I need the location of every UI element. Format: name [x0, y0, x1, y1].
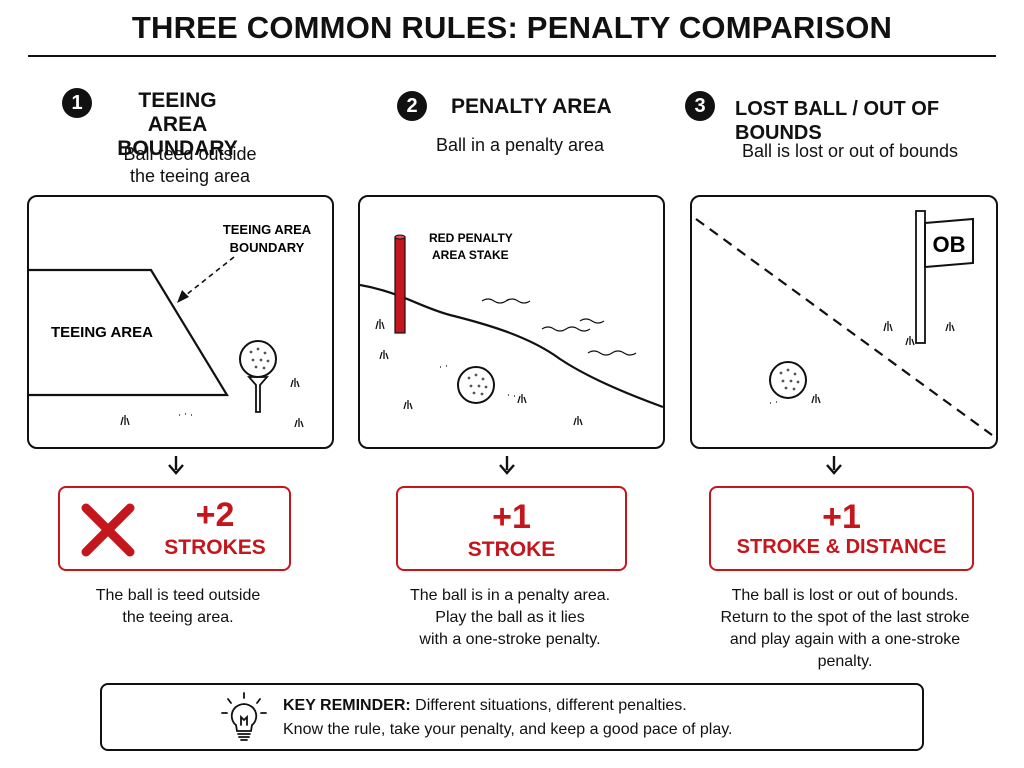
rule-2-subtitle: Ball in a penalty area [435, 135, 605, 155]
rule-1-desc-line2: the teeing area. [122, 609, 234, 626]
boundary-pointer-arrowhead [177, 290, 189, 303]
water-ripples [481, 298, 637, 356]
reminder-line1-text: Different situations, different penaltie… [410, 697, 687, 714]
boundary-label-line2: BOUNDARY [230, 240, 305, 255]
out-of-bounds-illustration: OB [695, 210, 993, 436]
rule-2-penalty-box: +1 STROKE [396, 486, 627, 571]
rule-2-desc-line3: with a one-stroke penalty. [419, 631, 601, 648]
reminder-bold-label: KEY REMINDER: [283, 697, 411, 714]
ob-flag-text: OB [933, 232, 966, 257]
boundary-pointer-line [180, 256, 235, 300]
grass-tufts [770, 321, 955, 404]
rule-1-heading: TEEING AREA BOUNDARY [110, 89, 245, 161]
rule-1-illustration-panel: TEEING AREA BOUNDARY TEEING AREA [27, 195, 334, 449]
rule-2-penalty-label: STROKE [467, 538, 556, 561]
grass-tufts [120, 378, 304, 428]
rule-2-heading: PENALTY AREA [451, 95, 612, 118]
rule-1-penalty-box: +2 STROKES [58, 486, 291, 571]
rule-3-desc-line4: penalty. [817, 653, 873, 670]
rule-3-penalty-number: +1 [822, 498, 861, 536]
grass-tufts [375, 319, 583, 426]
rule-3-illustration-panel: OB [690, 195, 998, 449]
rule-3-penalty-box: +1 STROKE & DISTANCE [709, 486, 974, 571]
rule-2-description: The ball is in a penalty area. Play the … [380, 585, 640, 651]
rule-1-penalty-label: STROKES [164, 536, 266, 559]
rule-2-penalty-number: +1 [492, 498, 531, 536]
golf-ball-icon [769, 361, 807, 399]
rule-1-down-arrow-icon [168, 456, 184, 475]
rule-1-penalty-number: +2 [195, 496, 235, 534]
teeing-area-label: TEEING AREA [51, 324, 153, 341]
teeing-area-shape [29, 268, 229, 397]
boundary-label-line1: TEEING AREA [223, 222, 312, 237]
stake-label-line1: RED PENALTY [429, 231, 513, 245]
rule-1-subtitle: Ball teed outside the teeing area [90, 143, 290, 187]
rule-1-heading-line2: BOUNDARY [117, 137, 238, 160]
x-icon [81, 503, 135, 557]
title-divider [28, 55, 996, 57]
rule-3-heading: LOST BALL / OUT OF BOUNDS [735, 98, 940, 144]
penalty-area-edge-line [360, 283, 663, 409]
rule-1-subtitle-line2: the teeing area [129, 166, 251, 186]
rule-3-desc-line2: Return to the spot of the last stroke [720, 609, 970, 626]
lightbulb-icon [221, 692, 267, 741]
golf-ball-on-tee-icon [239, 340, 277, 413]
rule-3-description: The ball is lost or out of bounds. Retur… [695, 585, 995, 673]
teeing-area-illustration: TEEING AREA BOUNDARY TEEING AREA [29, 222, 312, 428]
key-reminder-box: KEY REMINDER: Different situations, diff… [100, 683, 924, 751]
rule-3-penalty-label: STROKE & DISTANCE [736, 536, 947, 558]
golf-ball-icon [457, 366, 495, 404]
rule-1-description: The ball is teed outside the teeing area… [58, 585, 298, 629]
penalty-area-illustration: RED PENALTY AREA STAKE [360, 231, 663, 426]
rule-3-subtitle: Ball is lost or out of bounds [741, 141, 959, 161]
red-penalty-stake-icon [394, 234, 406, 334]
rule-2-number-badge: 2 [397, 91, 427, 121]
rule-2-desc-line2: Play the ball as it lies [435, 609, 585, 626]
rule-2-down-arrow-icon [499, 456, 515, 475]
rule-1-number-badge: 1 [62, 88, 92, 118]
rule-3-desc-line3: and play again with a one-stroke [729, 631, 961, 648]
reminder-line2: Know the rule, take your penalty, and ke… [283, 721, 733, 738]
rule-1-desc-line1: The ball is teed outside [95, 587, 261, 604]
rule-1-heading-line1: TEEING AREA [138, 89, 217, 136]
reminder-line1: KEY REMINDER: Different situations, diff… [283, 697, 687, 715]
stake-label-line2: AREA STAKE [432, 248, 509, 262]
rule-3-desc-line1: The ball is lost or out of bounds. [731, 587, 959, 604]
ob-flag-icon [915, 210, 974, 344]
page-title: THREE COMMON RULES: PENALTY COMPARISON [131, 10, 893, 45]
rule-3-down-arrow-icon [826, 456, 842, 475]
rule-2-desc-line1: The ball is in a penalty area. [409, 587, 611, 604]
rule-2-illustration-panel: RED PENALTY AREA STAKE [358, 195, 665, 449]
rule-3-number-badge: 3 [685, 91, 715, 121]
rule-1-subtitle-line1: Ball teed outside [123, 144, 257, 164]
